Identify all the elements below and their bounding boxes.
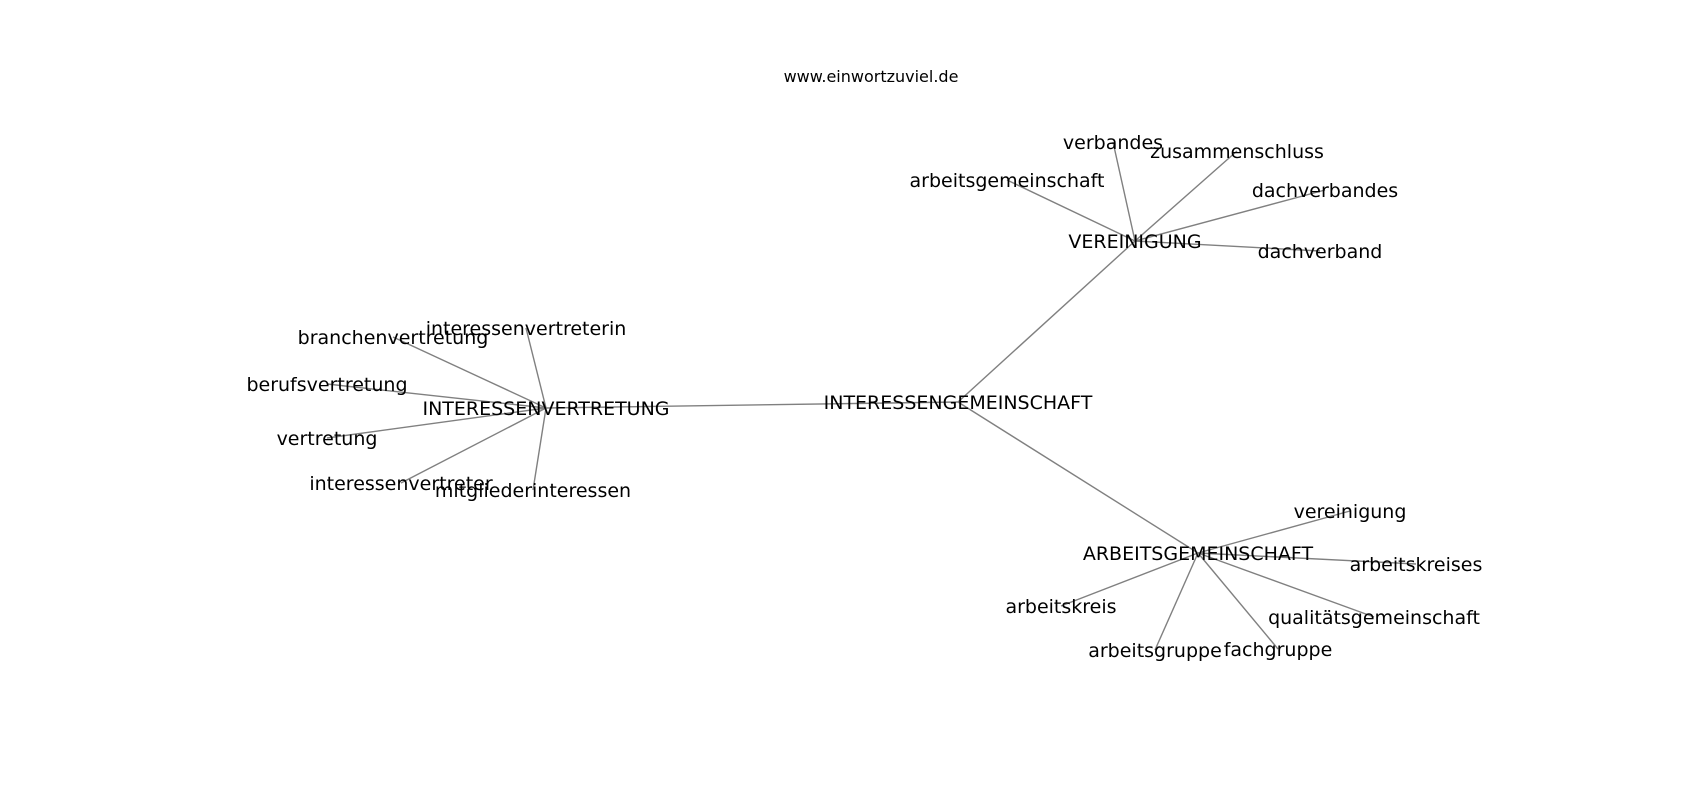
edge-interessenvertretung-interessenvertreter — [400, 407, 547, 484]
node-vereinigung-lower: vereinigung — [1294, 501, 1407, 523]
node-interessenvertreter: interessenvertreter — [309, 473, 492, 495]
node-vereinigung-hub: VEREINIGUNG — [1068, 231, 1201, 253]
edge-center-arbeitsgemeinschaft — [957, 401, 1199, 554]
node-vertretung: vertretung — [277, 428, 378, 450]
edge-vereinigung-arbeitsgemeinschaft_lc — [1006, 179, 1136, 242]
node-dachverband: dachverband — [1258, 241, 1383, 263]
edge-center-vereinigung — [957, 240, 1136, 403]
node-arbeitskreises: arbeitskreises — [1350, 554, 1483, 576]
edge-vereinigung-verbandes — [1112, 141, 1136, 242]
node-dachverbandes: dachverbandes — [1252, 180, 1398, 202]
source-url: www.einwortzuviel.de — [784, 67, 959, 86]
node-interessenvertreterin: interessenvertreterin — [426, 318, 627, 340]
edge-arbeitsgemeinschaft-fachgruppe — [1197, 552, 1279, 650]
edge-interessenvertretung-branchenvertretung — [392, 336, 547, 409]
node-fachgruppe: fachgruppe — [1224, 639, 1333, 661]
node-arbeitsgruppe: arbeitsgruppe — [1088, 640, 1222, 662]
node-verbandes: verbandes — [1063, 132, 1163, 154]
node-arbeitsgemeinschaft-hub: ARBEITSGEMEINSCHAFT — [1083, 543, 1314, 565]
edge-layer — [326, 141, 1417, 651]
node-interessengemeinschaft: INTERESSENGEMEINSCHAFT — [824, 392, 1093, 414]
edge-interessenvertretung-berufsvertretung — [326, 383, 547, 409]
edge-arbeitsgemeinschaft-qualitaetsgemeinschaft — [1197, 552, 1375, 618]
node-branchenvertretung: branchenvertretung — [298, 327, 489, 349]
edge-arbeitsgemeinschaft-arbeitskreises — [1197, 552, 1417, 565]
edge-interessenvertretung-interessenvertreterin — [525, 327, 547, 409]
edge-interessenvertretung-vertretung — [326, 407, 547, 439]
edge-vereinigung-dachverbandes — [1134, 189, 1326, 242]
node-qualitaetsgemeinschaft: qualitätsgemeinschaft — [1268, 607, 1480, 629]
edge-arbeitsgemeinschaft-vereinigung_lc — [1197, 510, 1351, 554]
edge-interessenvertretung-mitgliederinteressen — [532, 407, 547, 491]
edge-vereinigung-dachverband — [1134, 240, 1321, 252]
node-interessenvertretung-hub: INTERESSENVERTRETUNG — [422, 398, 669, 420]
node-zusammenschluss: zusammenschluss — [1150, 141, 1324, 163]
edge-vereinigung-zusammenschluss — [1134, 150, 1238, 242]
edge-arbeitsgemeinschaft-arbeitskreis — [1060, 552, 1199, 607]
node-berufsvertretung: berufsvertretung — [246, 374, 407, 396]
node-mitgliederinteressen: mitgliederinteressen — [435, 480, 631, 502]
edge-center-interessenvertretung — [545, 401, 959, 409]
node-arbeitsgemeinschaft-lower: arbeitsgemeinschaft — [910, 170, 1105, 192]
label-layer: www.einwortzuviel.de INTERESSENGEMEINSCH… — [246, 67, 1482, 662]
node-arbeitskreis: arbeitskreis — [1005, 596, 1116, 618]
edge-arbeitsgemeinschaft-arbeitsgruppe — [1154, 552, 1199, 651]
